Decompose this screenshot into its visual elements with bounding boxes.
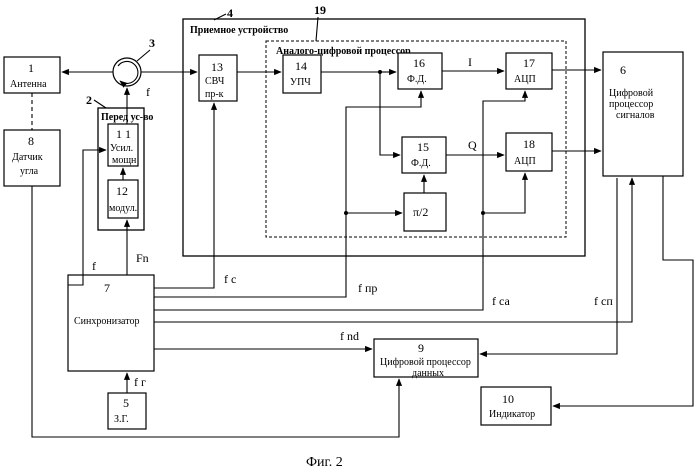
receiver-label: Приемное устройство	[190, 25, 288, 36]
if-amp-block: 14 УПЧ	[283, 55, 321, 93]
data-processor-block: 9 Цифровой процессор данных	[374, 339, 478, 379]
svg-text:АЦП: АЦП	[514, 74, 536, 85]
phase-det-q-block: 15 Ф.Д.	[402, 137, 446, 173]
adc-processor-number: 19	[314, 3, 326, 17]
transmitter-number-leader	[94, 100, 106, 108]
svg-text:сигналов: сигналов	[616, 110, 655, 121]
svg-text:13: 13	[211, 60, 223, 74]
svg-text:1: 1	[28, 61, 34, 75]
svg-text:данных: данных	[412, 368, 444, 379]
svg-text:π/2: π/2	[413, 205, 428, 219]
svg-text:12: 12	[116, 184, 128, 198]
svg-text:6: 6	[620, 63, 626, 77]
svg-text:10: 10	[502, 392, 514, 406]
svg-text:Ф.Д.: Ф.Д.	[407, 74, 427, 85]
transmitter-number: 2	[86, 93, 92, 107]
svg-text:Датчик: Датчик	[12, 152, 43, 163]
svg-text:1 1: 1 1	[116, 127, 131, 141]
signal-f-top: f	[146, 85, 150, 99]
svg-text:модул.: модул.	[109, 203, 137, 214]
svg-text:Антенна: Антенна	[10, 79, 47, 90]
svg-text:Цифровой: Цифровой	[609, 88, 654, 99]
svg-text:8: 8	[28, 134, 34, 148]
svg-text:пр-к: пр-к	[205, 89, 224, 100]
svg-text:СВЧ: СВЧ	[205, 76, 225, 87]
clock-gen-block: 5 З.Г.	[108, 393, 146, 429]
svg-text:угла: угла	[20, 166, 39, 177]
signal-fc: f с	[224, 272, 236, 286]
signal-fcp: f сп	[594, 294, 613, 308]
svg-text:Усил.: Усил.	[110, 143, 133, 154]
svg-text:17: 17	[523, 56, 535, 70]
signal-fpr: f пр	[358, 281, 377, 295]
signal-i: I	[468, 55, 472, 69]
signal-f-left: f	[92, 259, 96, 273]
signal-q: Q	[468, 138, 477, 152]
svg-text:Ф.Д.: Ф.Д.	[411, 158, 431, 169]
indicator-block: 10 Индикатор	[481, 387, 551, 425]
signal-fca: f са	[492, 294, 510, 308]
svg-text:16: 16	[413, 56, 425, 70]
svg-text:Цифровой процессор: Цифровой процессор	[380, 357, 471, 368]
power-amp-block: 1 1 Усил. мощн	[108, 124, 138, 166]
svg-text:9: 9	[418, 341, 424, 355]
svg-text:14: 14	[295, 59, 307, 73]
svg-text:7: 7	[104, 281, 110, 295]
svg-text:5: 5	[123, 396, 129, 410]
receiver-number: 4	[227, 6, 233, 20]
modulator-block: 12 модул.	[108, 180, 138, 218]
adc-q-block: 18 АЦП	[506, 133, 552, 171]
signal-fnd: f nd	[340, 329, 359, 343]
angle-sensor-block: 8 Датчик угла	[4, 130, 60, 186]
signal-fg: f г	[134, 375, 146, 389]
svg-text:З.Г.: З.Г.	[114, 414, 129, 425]
circulator	[113, 58, 141, 86]
antenna-block: 1 Антенна	[4, 57, 60, 93]
svg-text:мощн: мощн	[112, 155, 137, 166]
circulator-number-leader	[137, 50, 150, 61]
adc-processor-number-leader	[316, 17, 318, 41]
microwave-rx-block: 13 СВЧ пр-к	[199, 55, 237, 101]
signal-processor-block: 6 Цифровой процессор сигналов	[603, 52, 683, 176]
svg-text:15: 15	[417, 140, 429, 154]
synchronizer-block: 7 Синхронизатор	[68, 275, 154, 371]
phase-shift-block: π/2	[404, 193, 446, 231]
svg-text:Синхронизатор: Синхронизатор	[74, 316, 139, 327]
svg-text:процессор: процессор	[609, 99, 653, 110]
phase-det-i-block: 16 Ф.Д.	[398, 53, 442, 89]
adc-i-block: 17 АЦП	[506, 53, 552, 89]
svg-text:18: 18	[523, 137, 535, 151]
signal-fn: Fn	[136, 251, 149, 265]
svg-text:УПЧ: УПЧ	[290, 77, 311, 88]
svg-text:АЦП: АЦП	[514, 156, 536, 167]
circulator-number: 3	[149, 36, 155, 50]
figure-caption: Фиг. 2	[306, 455, 343, 470]
svg-text:Индикатор: Индикатор	[489, 409, 535, 420]
